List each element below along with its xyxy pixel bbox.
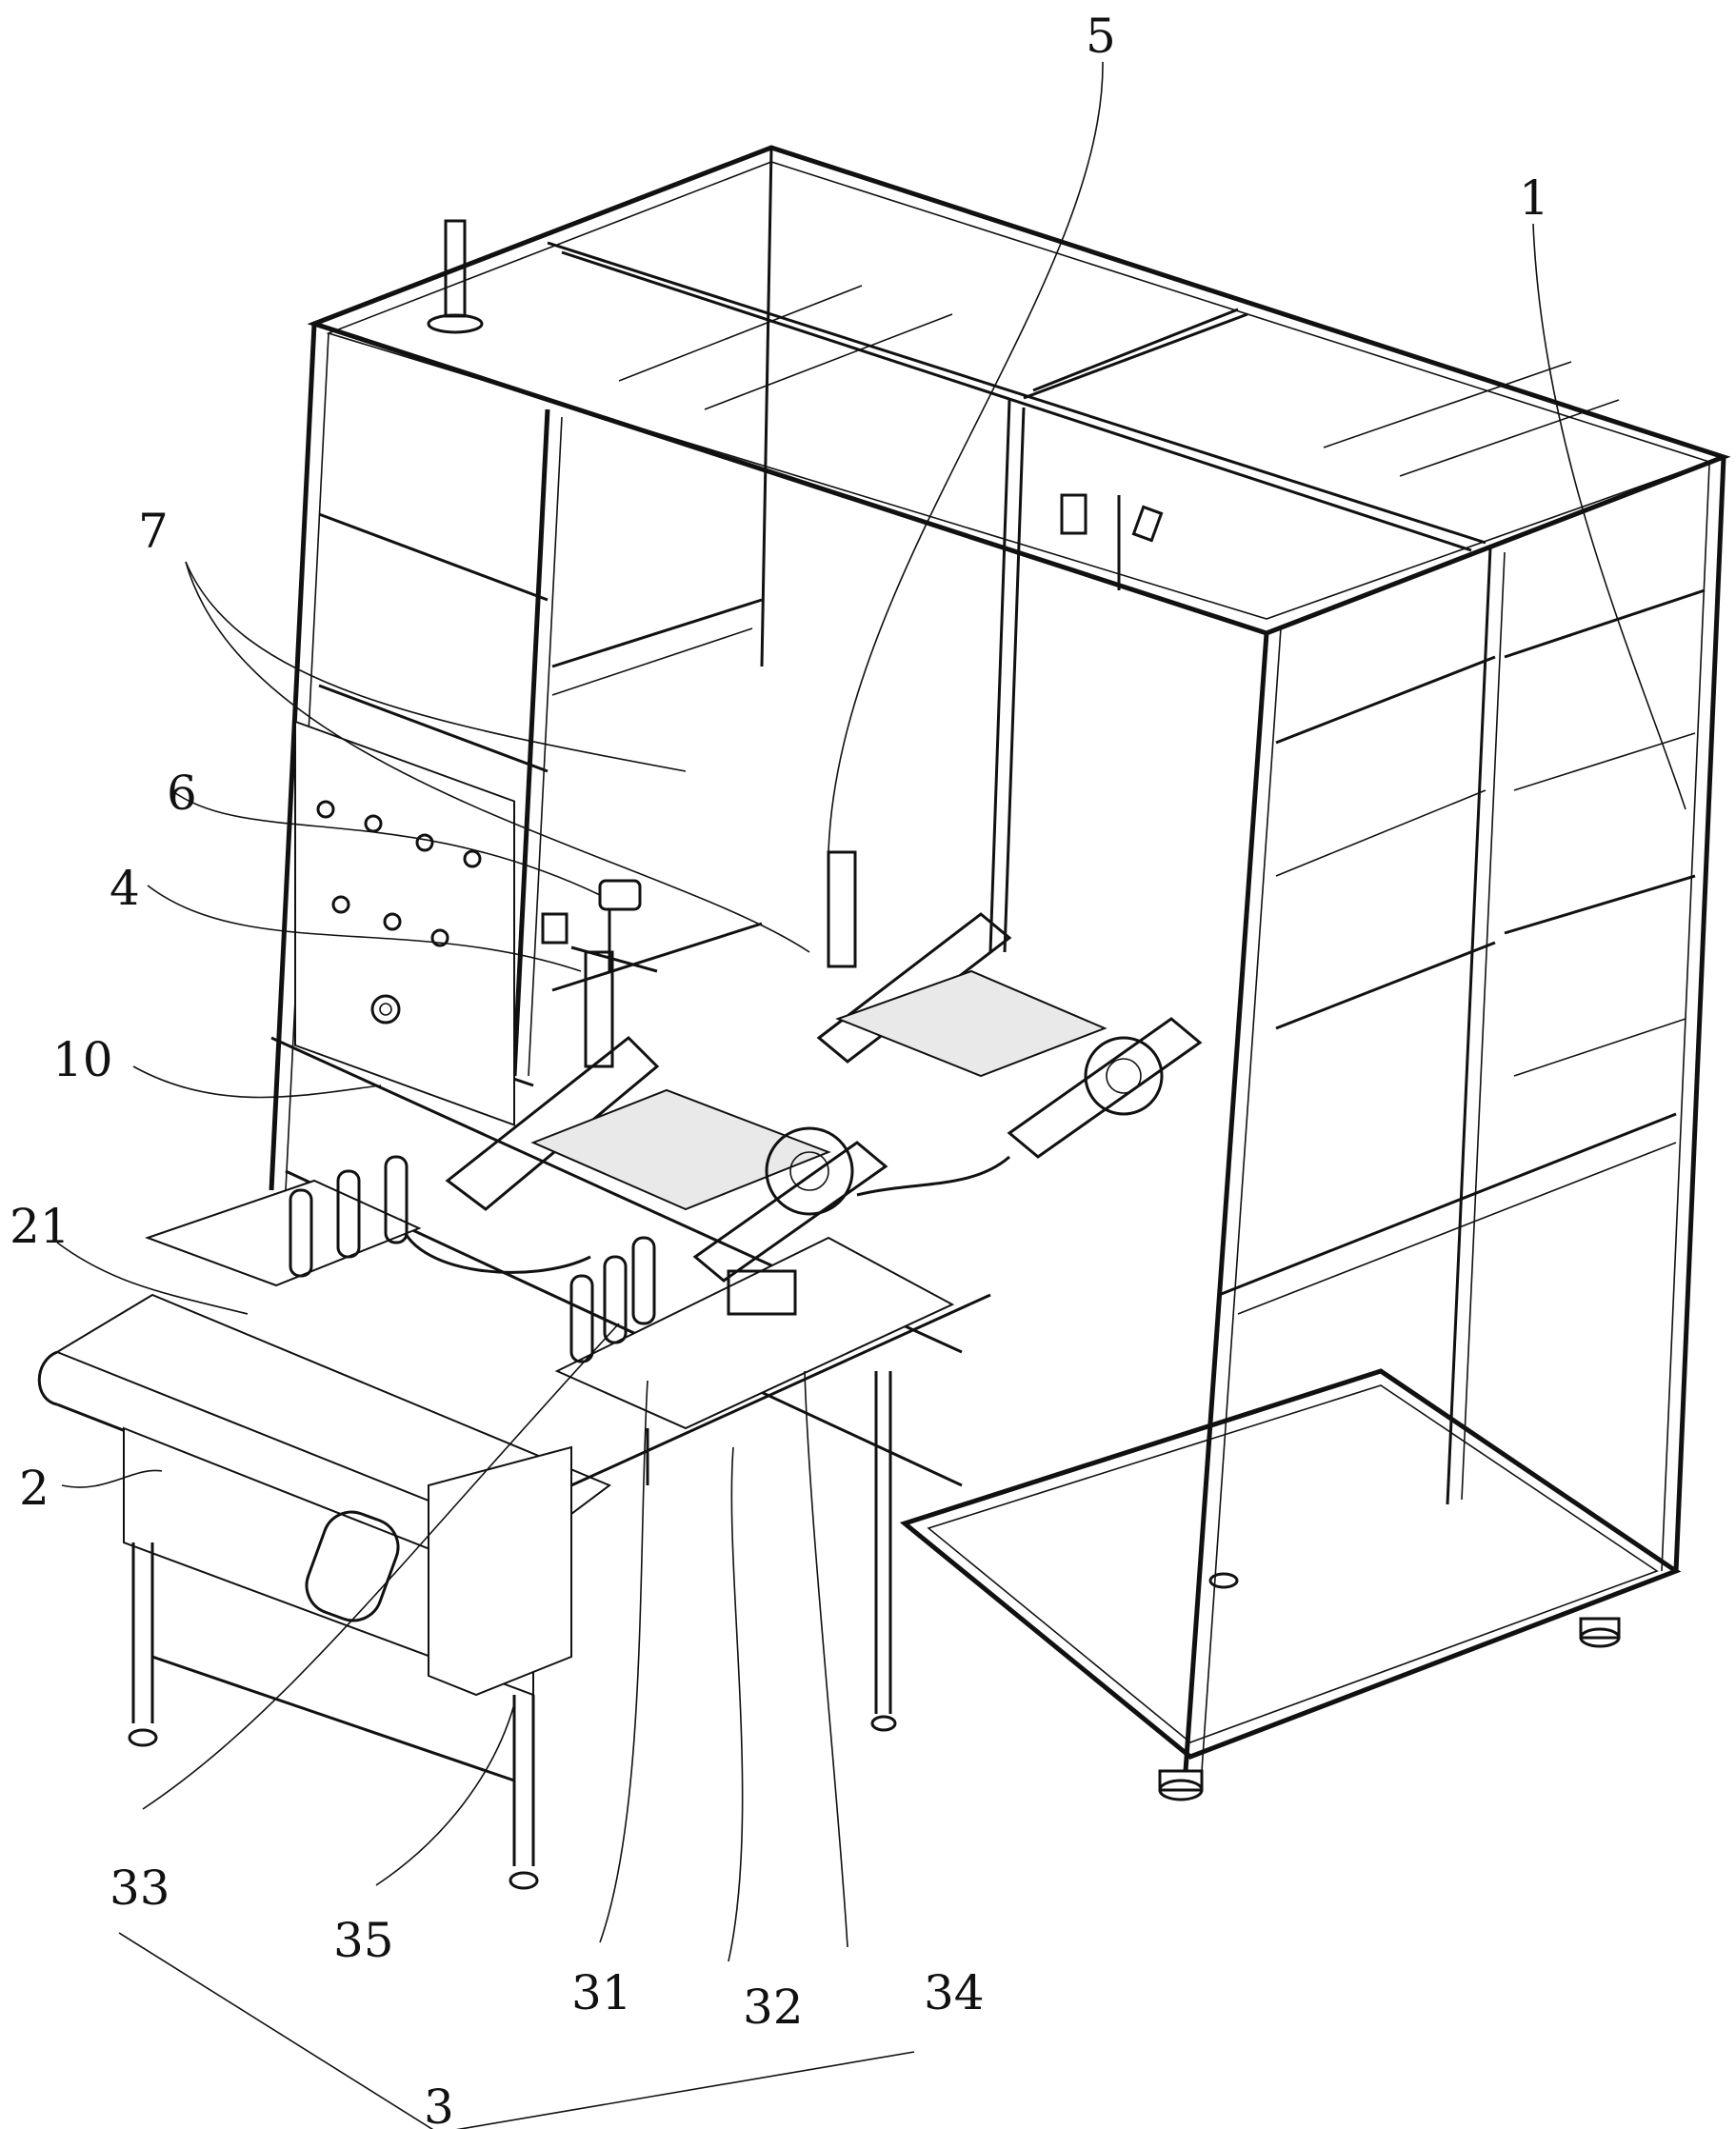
leveling-feet bbox=[1158, 1572, 1621, 1801]
reference-labels: 5 1 7 6 4 10 21 2 33 35 31 32 34 3 bbox=[10, 9, 1549, 2129]
label-3: 3 bbox=[424, 2079, 454, 2129]
label-6: 6 bbox=[167, 766, 197, 821]
control-buttons bbox=[316, 800, 482, 1025]
label-1: 1 bbox=[1519, 170, 1549, 226]
label-35: 35 bbox=[333, 1913, 394, 1968]
label-34: 34 bbox=[924, 1965, 985, 2020]
label-5: 5 bbox=[1086, 9, 1116, 64]
guide-posts bbox=[584, 850, 857, 1068]
labeling-unit bbox=[145, 1155, 991, 1732]
label-32: 32 bbox=[743, 1980, 804, 2035]
leader-lines bbox=[56, 61, 1686, 2129]
label-4: 4 bbox=[110, 861, 140, 916]
conveyor bbox=[37, 1293, 611, 1890]
label-2: 2 bbox=[19, 1461, 50, 1516]
swing-arm-mechanism bbox=[398, 912, 1203, 1283]
label-33: 33 bbox=[110, 1860, 170, 1916]
label-21: 21 bbox=[10, 1199, 70, 1254]
label-7: 7 bbox=[138, 504, 169, 559]
main-frame bbox=[269, 145, 1731, 1801]
signal-tower-light bbox=[427, 219, 484, 334]
label-31: 31 bbox=[571, 1965, 632, 2020]
label-10: 10 bbox=[52, 1032, 113, 1087]
